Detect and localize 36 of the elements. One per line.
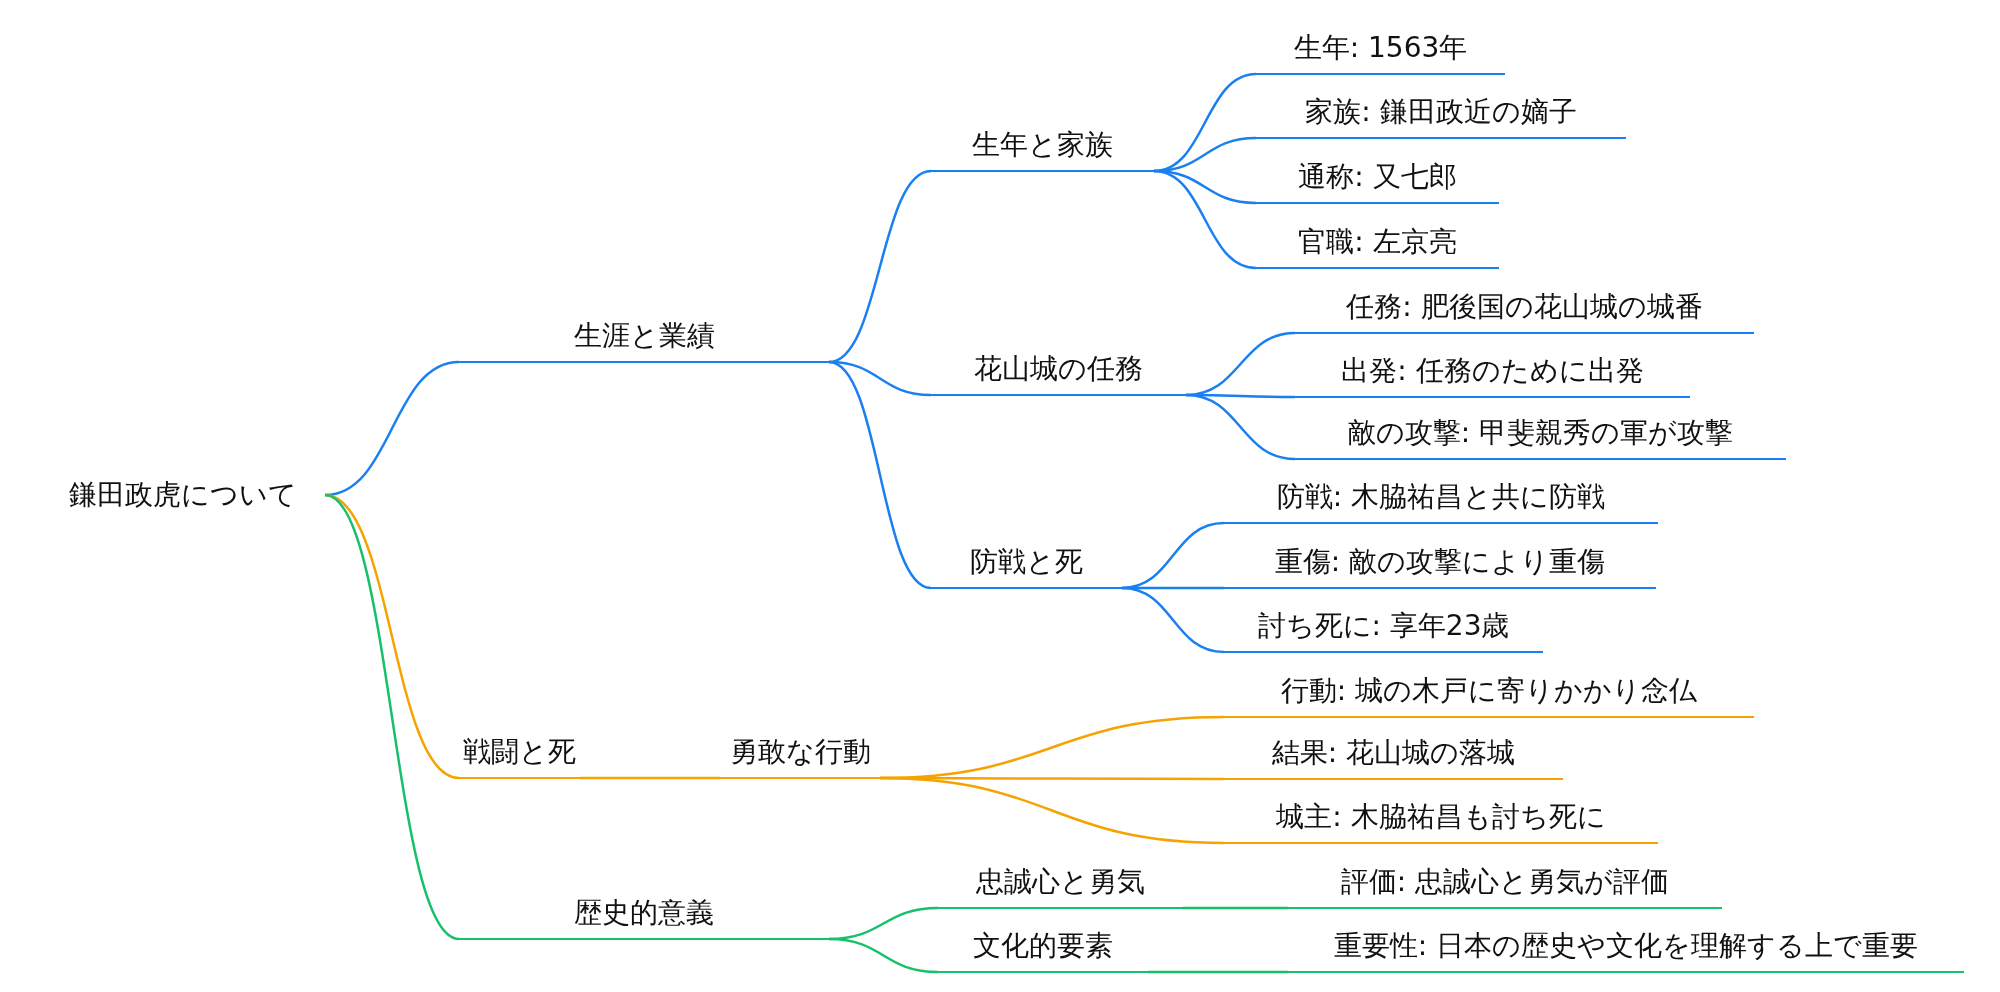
topic-label: 家族: 鎌田政近の嫡子 xyxy=(1256,93,1626,139)
topic-label: 忠誠心と勇気 xyxy=(938,863,1183,909)
topic-label: 討ち死に: 享年23歳 xyxy=(1224,607,1543,653)
topic-label: 生年: 1563年 xyxy=(1256,29,1505,75)
topic-label: 防戦と死 xyxy=(931,543,1122,589)
topic-label: 出発: 任務のために出発 xyxy=(1295,352,1690,398)
topic-label: 結果: 花山城の落城 xyxy=(1224,734,1563,780)
branch-line xyxy=(580,776,720,780)
topic-label: 防戦: 木脇祐昌と共に防戦 xyxy=(1224,478,1658,524)
branch-line xyxy=(828,937,939,974)
topic-label: 通称: 又七郎 xyxy=(1256,158,1499,204)
branch-line xyxy=(1183,906,1288,910)
branch-line xyxy=(1153,169,1257,270)
branch-line xyxy=(828,360,932,590)
topic-label: 官職: 左京亮 xyxy=(1256,223,1499,269)
branch-line xyxy=(324,493,460,941)
topic-label: 歴史的意義 xyxy=(459,894,829,940)
topic-label: 生年と家族 xyxy=(931,126,1154,172)
branch-line xyxy=(879,776,1225,845)
topic-label: 戦闘と死 xyxy=(459,733,580,779)
topic-label: 評価: 忠誠心と勇気が評価 xyxy=(1288,863,1722,909)
topic-label: 重要性: 日本の歴史や文化を理解する上で重要 xyxy=(1288,927,1964,973)
topic-label: 生涯と業績 xyxy=(459,317,829,363)
topic-label: 勇敢な行動 xyxy=(720,733,880,779)
branch-line xyxy=(1121,586,1225,654)
root-topic: 鎌田政虎について xyxy=(40,472,325,518)
branch-line xyxy=(828,169,932,364)
topic-label: 敵の攻撃: 甲斐親秀の軍が攻撃 xyxy=(1295,414,1786,460)
topic-label: 城主: 木脇祐昌も討ち死に xyxy=(1224,798,1658,844)
topic-label: 行動: 城の木戸に寄りかかり念仏 xyxy=(1224,672,1754,718)
topic-label: 花山城の任務 xyxy=(931,350,1186,396)
topic-label: 文化的要素 xyxy=(938,927,1148,973)
topic-label: 重傷: 敵の攻撃により重傷 xyxy=(1224,543,1656,589)
branch-line xyxy=(1148,970,1288,974)
topic-label: 任務: 肥後国の花山城の城番 xyxy=(1295,288,1754,334)
branch-line xyxy=(1185,393,1296,461)
